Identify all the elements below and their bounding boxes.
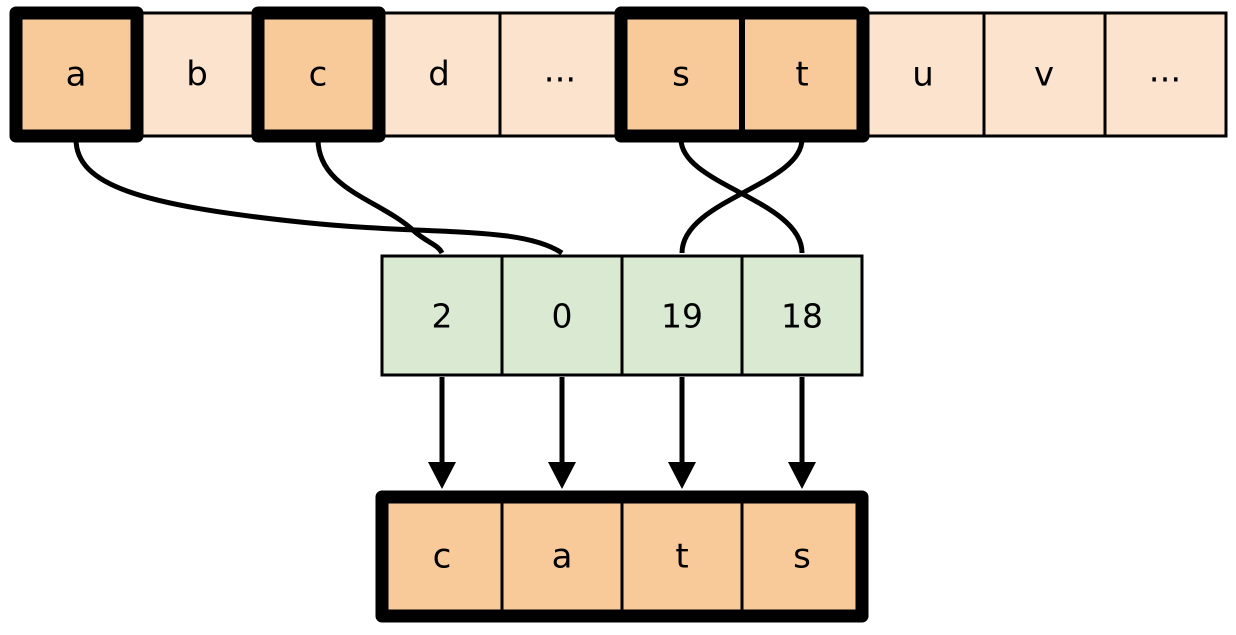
alphabet-label-ellipsis-2: ... [1149,51,1181,91]
output-cell-a[interactable] [500,495,624,618]
alphabet-cell-ellipsis-1[interactable] [498,11,623,138]
index-label-18: 18 [781,297,823,336]
output-cell-c[interactable] [380,495,504,618]
index-label-2: 2 [432,297,453,336]
alphabet-label-s: s [672,55,690,95]
index-cell-2[interactable] [380,254,504,377]
alphabet-label-ellipsis-1: ... [544,51,576,91]
connector-c-to-2 [315,138,445,255]
output-label-a: a [552,537,573,577]
alphabet-label-a: a [66,55,87,95]
arrow-head-2 [548,462,576,489]
connector-a-to-0 [73,138,564,256]
output-row: c a t s [375,490,869,623]
connector-curves [73,138,805,256]
output-label-s: s [793,537,811,577]
alphabet-cell-b[interactable] [135,11,260,138]
alphabet-highlight-a [9,6,144,143]
arrow-head-4 [788,462,816,489]
alphabet-cell-v[interactable] [982,11,1107,138]
alphabet-highlight-c [251,6,386,143]
index-cell-18[interactable] [740,254,864,377]
alphabet-row: a b c d ... s t u v ... [9,6,1228,143]
alphabet-label-u: u [912,55,934,95]
index-label-0: 0 [552,297,573,336]
output-row-highlight [375,490,869,623]
alphabet-label-d: d [428,55,450,95]
alphabet-cell-ellipsis-2[interactable] [1103,11,1228,138]
alphabet-label-c: c [309,55,328,95]
arrow-head-3 [668,462,696,489]
index-row: 2 0 19 18 [380,254,864,377]
output-label-t: t [675,537,688,577]
output-label-c: c [433,537,452,577]
alphabet-label-b: b [186,55,208,95]
index-cell-19[interactable] [620,254,744,377]
alphabet-label-t: t [795,55,808,95]
arrow-head-1 [428,462,456,489]
output-arrows [428,377,816,489]
index-label-19: 19 [661,297,703,336]
alphabet-label-v: v [1034,55,1054,95]
connector-t-to-19 [679,138,805,254]
alphabet-highlight-st [614,6,870,143]
